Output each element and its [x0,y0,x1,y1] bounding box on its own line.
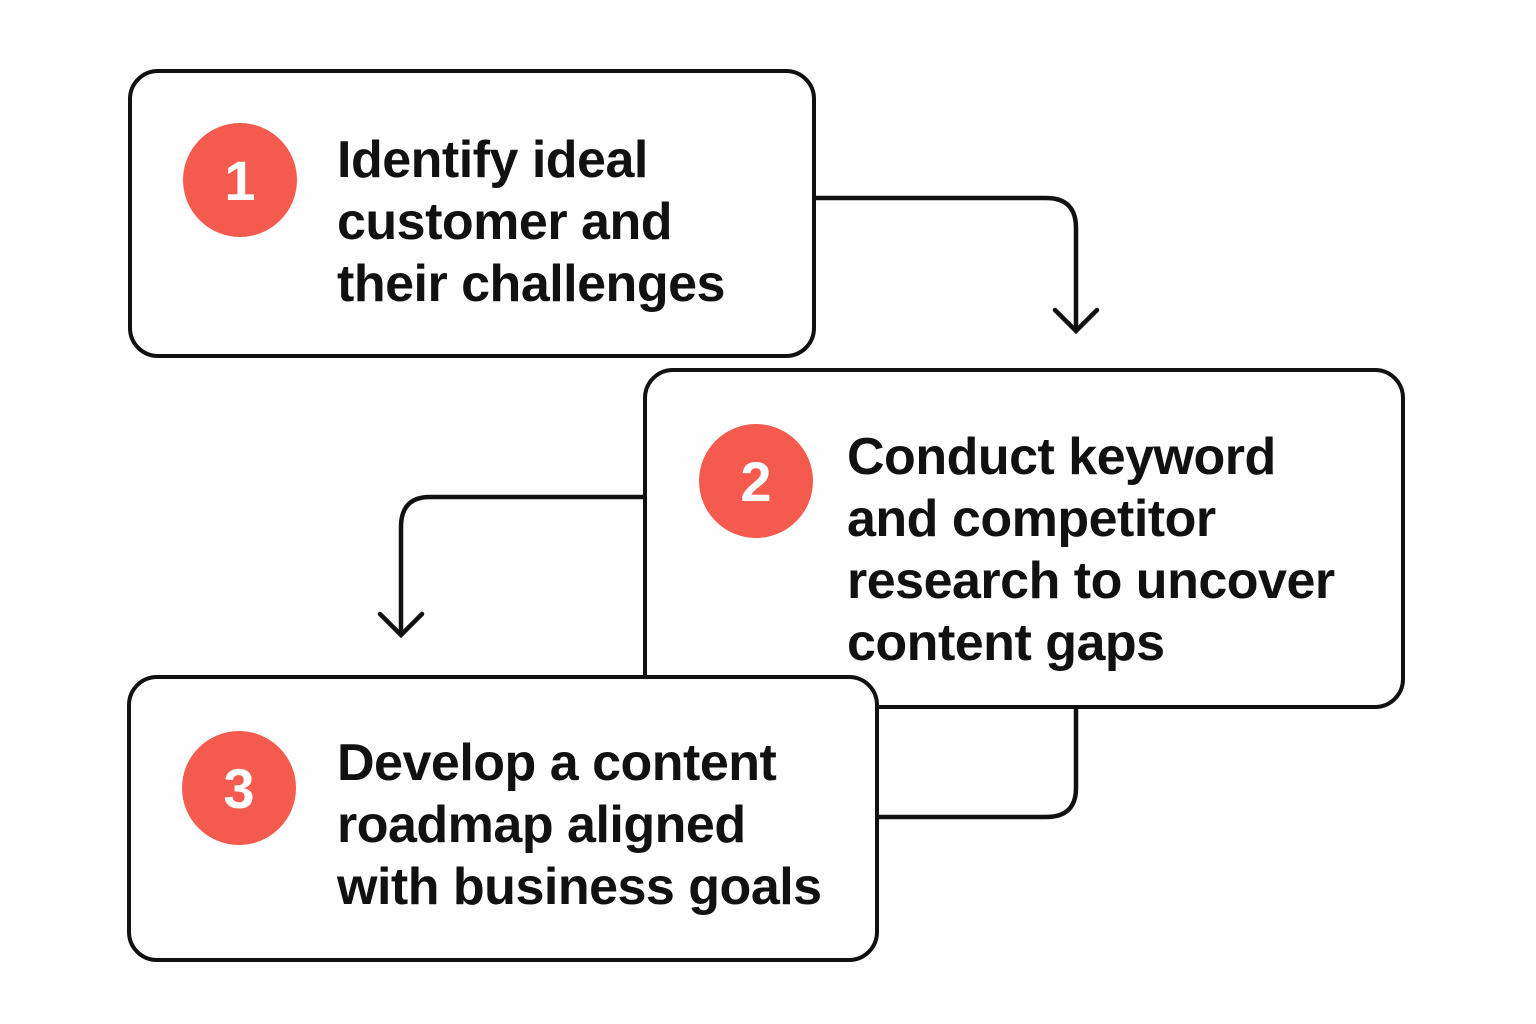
step-text-line: Conduct keyword [847,428,1276,486]
step-card-2: 2 Conduct keyword and competitor researc… [643,368,1405,709]
step-number-badge: 2 [699,424,813,538]
step-text-line: with business goals [337,858,822,916]
step-number-badge: 3 [182,731,296,845]
step-description: Develop a content roadmap aligned with b… [337,732,822,918]
arrowhead-2-to-3-icon [377,611,425,639]
arrowhead-1-to-2-icon [1052,307,1100,335]
step-text-line: their challenges [337,255,725,313]
step-description: Conduct keyword and competitor research … [847,426,1335,674]
step-text-line: research to uncover [847,552,1335,610]
step-card-1: 1 Identify ideal customer and their chal… [128,69,816,358]
step-number-badge: 1 [183,123,297,237]
step-description: Identify ideal customer and their challe… [337,129,725,315]
connector-1-to-2 [814,195,1079,330]
step-text-line: Develop a content [337,734,777,792]
step-text-line: Identify ideal [337,131,648,189]
step-text-line: content gaps [847,614,1165,672]
step-text-line: roadmap aligned [337,796,746,854]
step-card-3: 3 Develop a content roadmap aligned with… [127,675,879,962]
step-text-line: and competitor [847,490,1216,548]
connector-2-to-3 [398,494,645,634]
step-text-line: customer and [337,193,672,251]
connector-2-to-3-bottom [876,707,1079,820]
